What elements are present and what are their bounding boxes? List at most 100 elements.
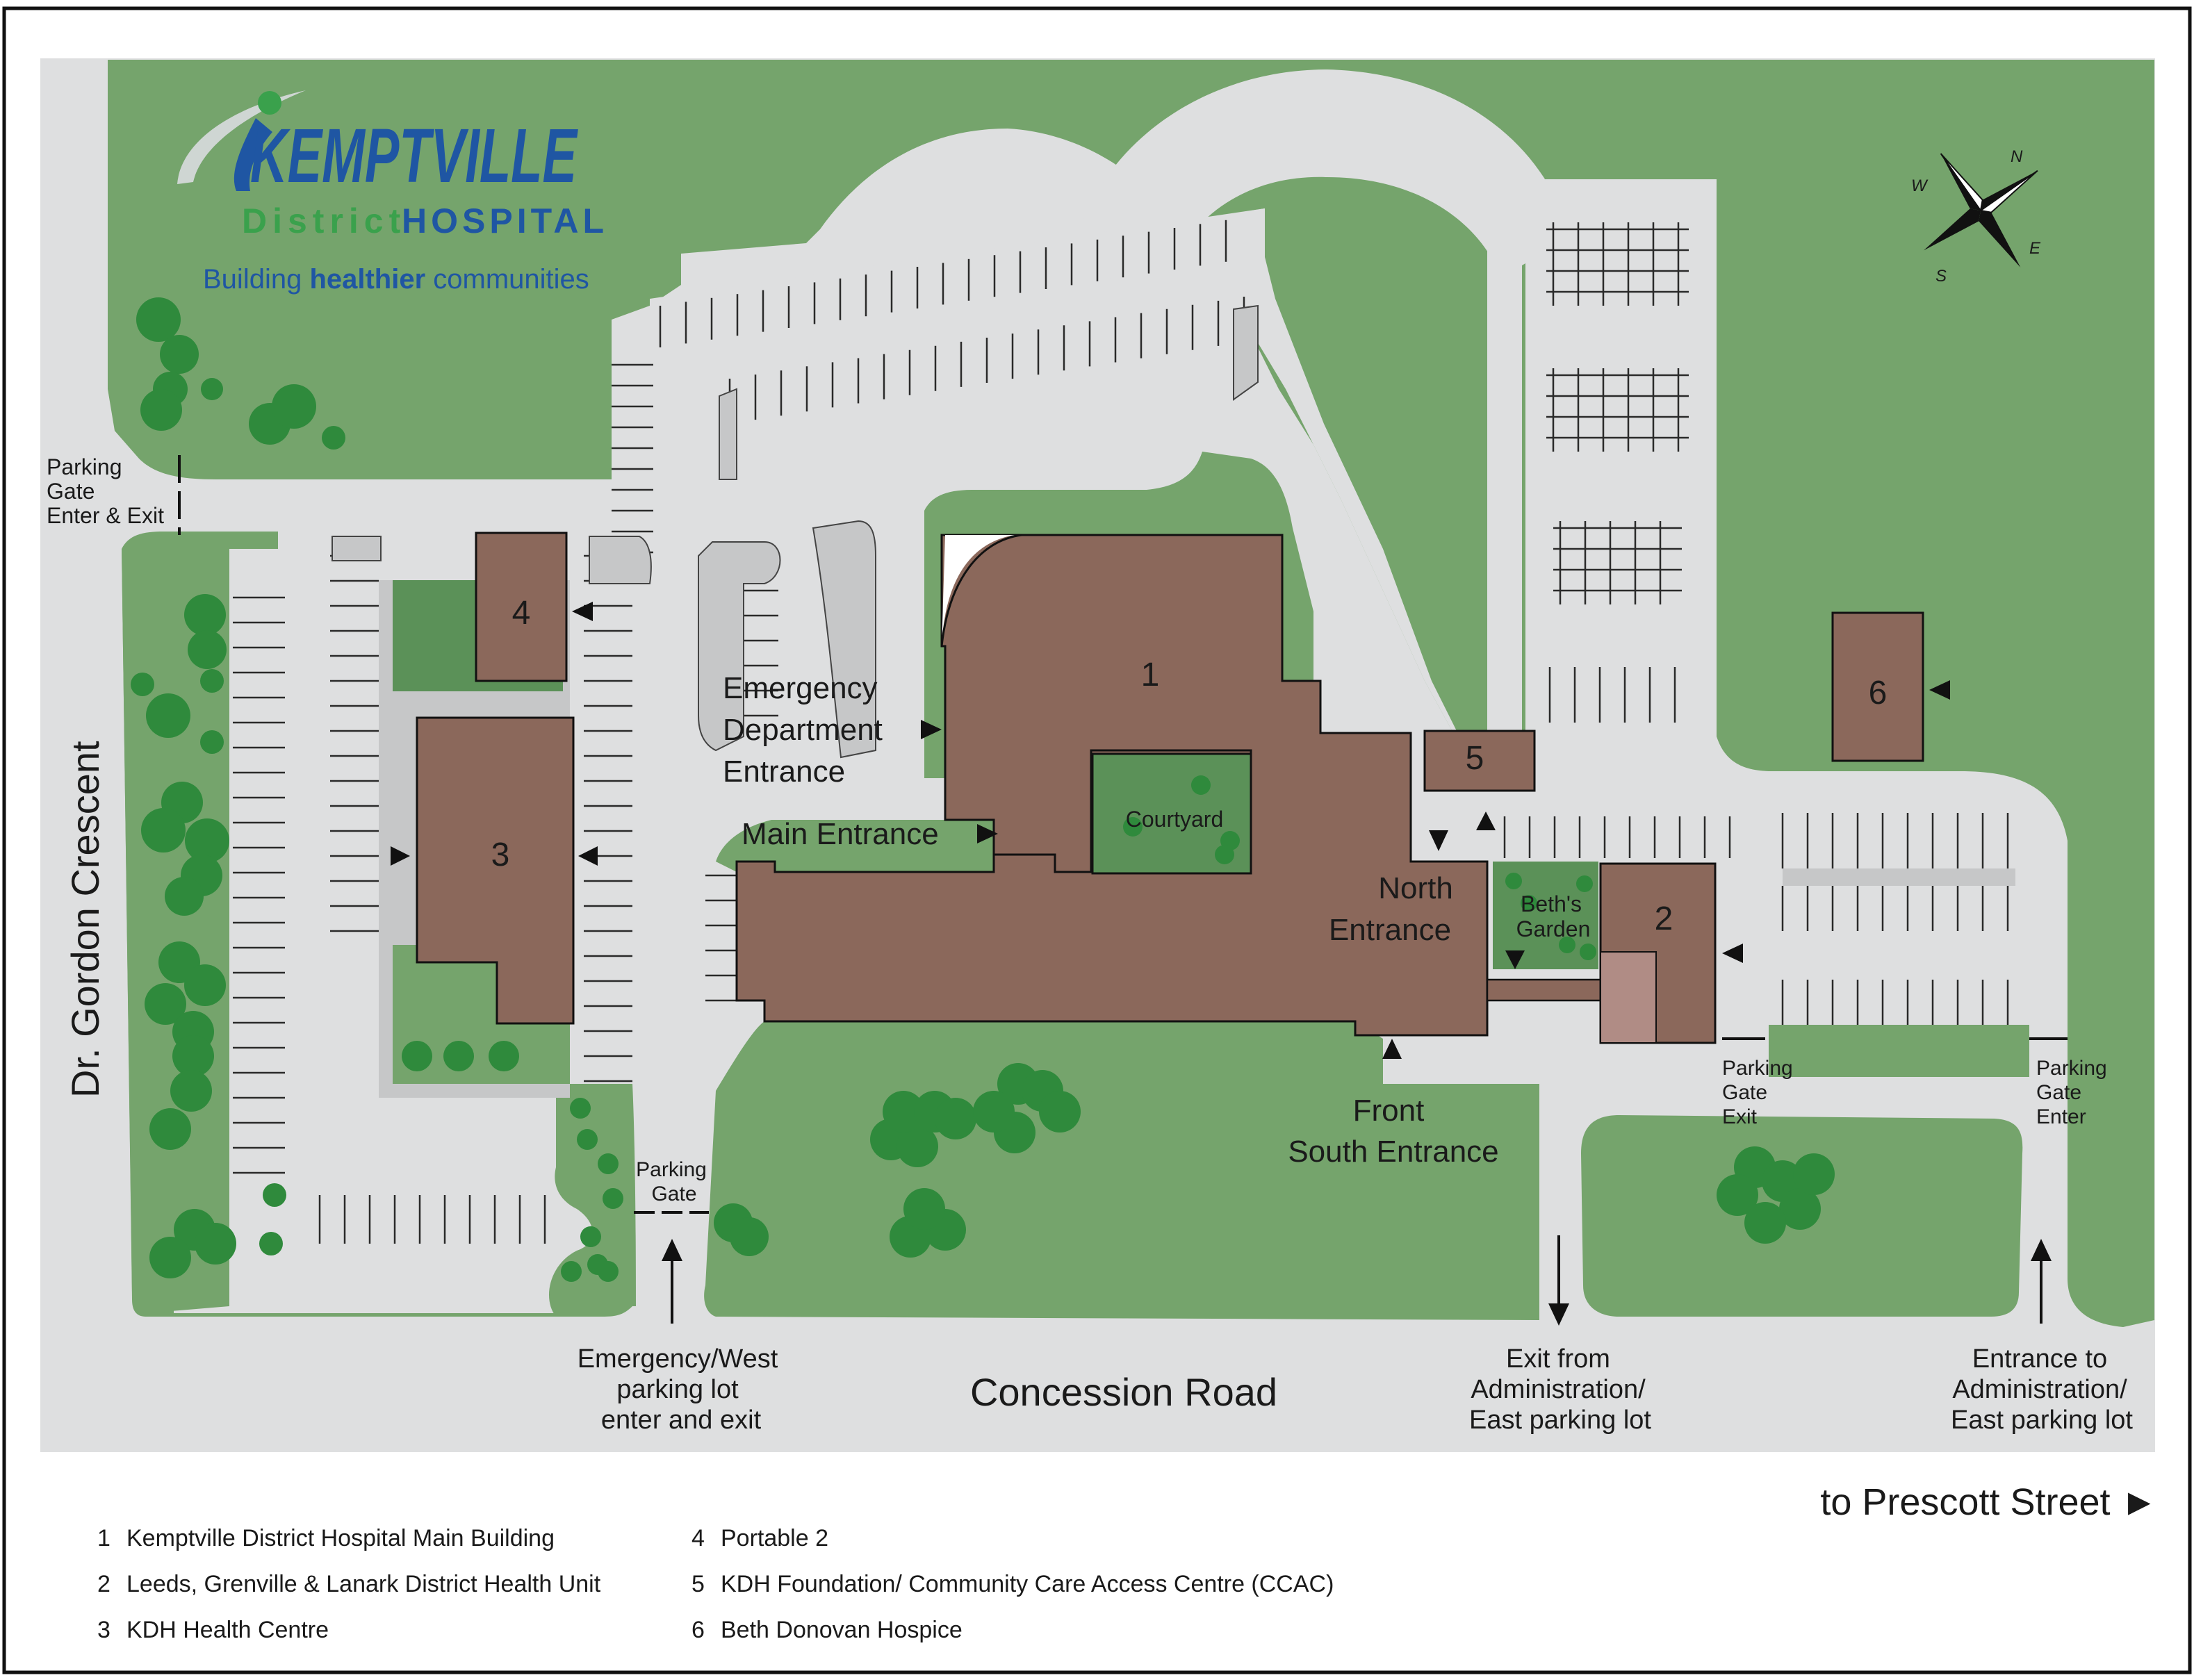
gate-enter-label-3: Enter — [2036, 1105, 2086, 1128]
west-curb-a — [331, 536, 382, 561]
compass-s: S — [1935, 267, 1947, 286]
west-entry-road — [177, 479, 612, 532]
gate-enter-label-2: Gate — [2036, 1081, 2081, 1104]
tree — [149, 1237, 191, 1278]
entrance-marker-4 — [572, 602, 593, 621]
tree — [149, 1108, 191, 1150]
emergency-label-1: Emergency — [723, 671, 878, 705]
building-3-number: 3 — [491, 837, 510, 873]
south-entrance-marker — [1382, 1039, 1402, 1059]
logo-district: District — [242, 201, 406, 240]
tree — [1559, 937, 1575, 953]
gate-nw-label-1: Parking — [47, 454, 122, 479]
legend-text-6: Beth Donovan Hospice — [721, 1617, 963, 1643]
emergency-entrance-marker — [921, 720, 942, 739]
gordon-crescent-label: Dr. Gordon Crescent — [63, 741, 107, 1098]
logo-tagline: Building healthier communities — [203, 264, 589, 295]
tree — [489, 1041, 519, 1071]
tree — [200, 669, 224, 693]
building-1-number: 1 — [1141, 657, 1160, 693]
exit-access-label-3: East parking lot — [1469, 1406, 1651, 1435]
gate-exit-label-3: Exit — [1722, 1105, 1758, 1128]
east-median-lawn — [1769, 1025, 2029, 1077]
beths-garden-label-1: Beth's — [1521, 891, 1582, 916]
legend-num-6: 6 — [691, 1617, 705, 1643]
enter-access-label-2: Administration/ — [1952, 1375, 2127, 1404]
compass-e: E — [2029, 239, 2041, 258]
tree — [184, 964, 226, 1006]
tree — [272, 384, 316, 429]
tree — [570, 1098, 591, 1119]
north-parking-row-b — [612, 257, 1265, 479]
building-5-number: 5 — [1466, 740, 1484, 777]
compass-rose — [1924, 153, 2038, 267]
east-lot-median — [1783, 868, 2015, 886]
west-corner-lawn — [549, 1084, 632, 1317]
tagline-part-b: healthier — [309, 264, 425, 295]
legend-num-3: 3 — [97, 1617, 110, 1643]
legend-text-3: KDH Health Centre — [126, 1617, 329, 1643]
courtyard-label: Courtyard — [1126, 807, 1224, 832]
tree — [136, 297, 181, 342]
tree — [141, 808, 186, 853]
north-curb-west — [719, 388, 737, 480]
logo-figure-head — [258, 91, 281, 115]
tree — [165, 877, 204, 916]
tree — [140, 389, 182, 431]
tree — [561, 1261, 582, 1282]
tree — [1580, 944, 1596, 960]
tree — [1215, 845, 1234, 864]
tree — [1505, 873, 1522, 889]
tree — [577, 1129, 598, 1150]
exit-access-label-1: Exit from — [1506, 1344, 1610, 1374]
building-5-marker — [1476, 812, 1496, 830]
enter-arrow-head — [2031, 1239, 2052, 1261]
tree — [131, 673, 154, 696]
legend-item-3: 3 KDH Health Centre — [97, 1617, 329, 1643]
building-6-number: 6 — [1869, 675, 1888, 711]
tree — [883, 1091, 924, 1133]
tree — [1779, 1188, 1821, 1230]
tree — [1576, 875, 1593, 892]
north-curb-east — [1233, 304, 1259, 401]
entrance-marker-6 — [1929, 680, 1950, 700]
entrance-marker-3-west — [391, 846, 410, 866]
tree — [1717, 1174, 1758, 1216]
gate-exit-label-1: Parking — [1722, 1057, 1793, 1080]
tree — [598, 1261, 619, 1282]
compass-needle-south — [1979, 211, 2021, 267]
building-5-foundation — [1423, 730, 1536, 792]
tree — [172, 1035, 214, 1077]
trees — [131, 297, 1835, 1282]
north-entrance-label-1: North — [1378, 871, 1453, 905]
tree — [322, 426, 345, 450]
front-entrance-label-2: South Entrance — [1288, 1135, 1498, 1169]
building-6-hospice — [1831, 611, 1924, 762]
tree — [1793, 1153, 1835, 1195]
tree — [897, 1126, 938, 1167]
tree — [184, 594, 226, 636]
west-access-label-1: Emergency/West — [578, 1344, 778, 1374]
tree — [580, 1226, 601, 1247]
tree — [1521, 895, 1537, 912]
tree — [1744, 1202, 1786, 1244]
north-lawn — [108, 60, 2154, 1327]
tree — [598, 1153, 619, 1174]
west-curb-b — [589, 536, 652, 584]
main-entrance-label: Main Entrance — [742, 817, 939, 851]
legend-text-1: Kemptville District Hospital Main Buildi… — [126, 1525, 555, 1551]
logo-hospital: HOSPITAL — [402, 201, 608, 240]
tree — [160, 335, 199, 374]
legend-num-2: 2 — [97, 1571, 110, 1597]
building-1-corner-mask — [942, 535, 1015, 646]
enter-access-label-3: East parking lot — [1951, 1406, 2133, 1435]
north-entrance-marker-a — [1429, 830, 1448, 851]
gate-exit-label-2: Gate — [1722, 1081, 1767, 1104]
prescott-street-label: to Prescott Street ► — [1820, 1481, 2158, 1523]
north-loop-road — [1074, 69, 1571, 320]
tree — [185, 818, 229, 863]
